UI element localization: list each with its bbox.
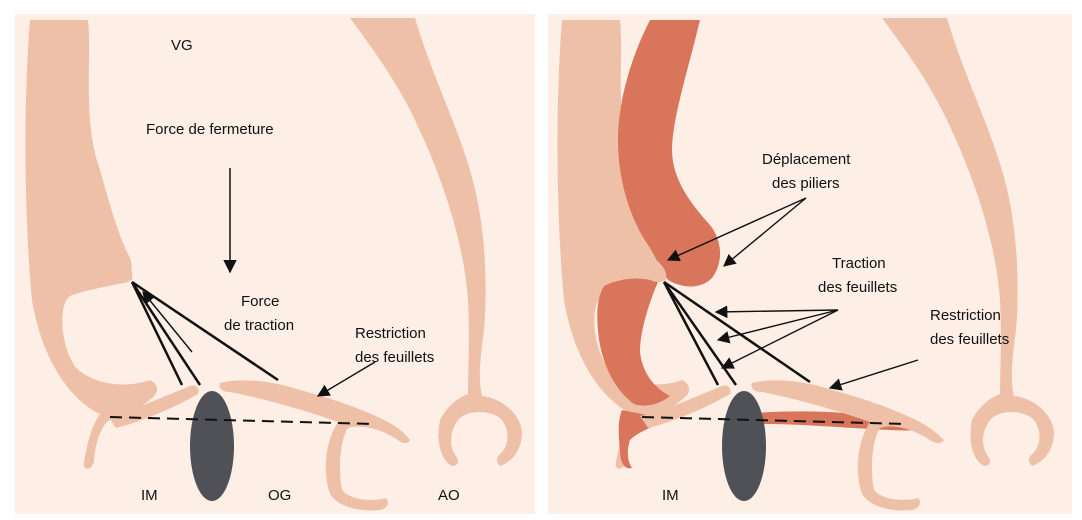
- right-panel: Déplacement des piliers Traction des feu…: [548, 14, 1072, 514]
- label-left-restriction-2: des feuillets: [355, 349, 434, 366]
- right-valve-occluder: [722, 391, 766, 501]
- label-og: OG: [268, 487, 291, 504]
- label-displacement-2: des piliers: [772, 175, 840, 192]
- label-right-im: IM: [662, 487, 679, 504]
- label-right-restriction-1: Restriction: [930, 307, 1001, 324]
- label-right-restriction-2: des feuillets: [930, 331, 1009, 348]
- label-ao: AO: [438, 487, 460, 504]
- label-traction-1: Traction: [832, 255, 886, 272]
- label-traction-force-2: de traction: [224, 317, 294, 334]
- left-valve-occluder: [190, 391, 234, 501]
- label-left-im: IM: [141, 487, 158, 504]
- label-vg: VG: [171, 37, 193, 54]
- label-left-restriction-1: Restriction: [355, 325, 426, 342]
- label-traction-force-1: Force: [241, 293, 279, 310]
- label-displacement-1: Déplacement: [762, 151, 851, 168]
- label-traction-2: des feuillets: [818, 279, 897, 296]
- label-closing-force: Force de fermeture: [146, 121, 274, 138]
- left-panel: VG Force de fermeture Force de traction …: [15, 14, 535, 514]
